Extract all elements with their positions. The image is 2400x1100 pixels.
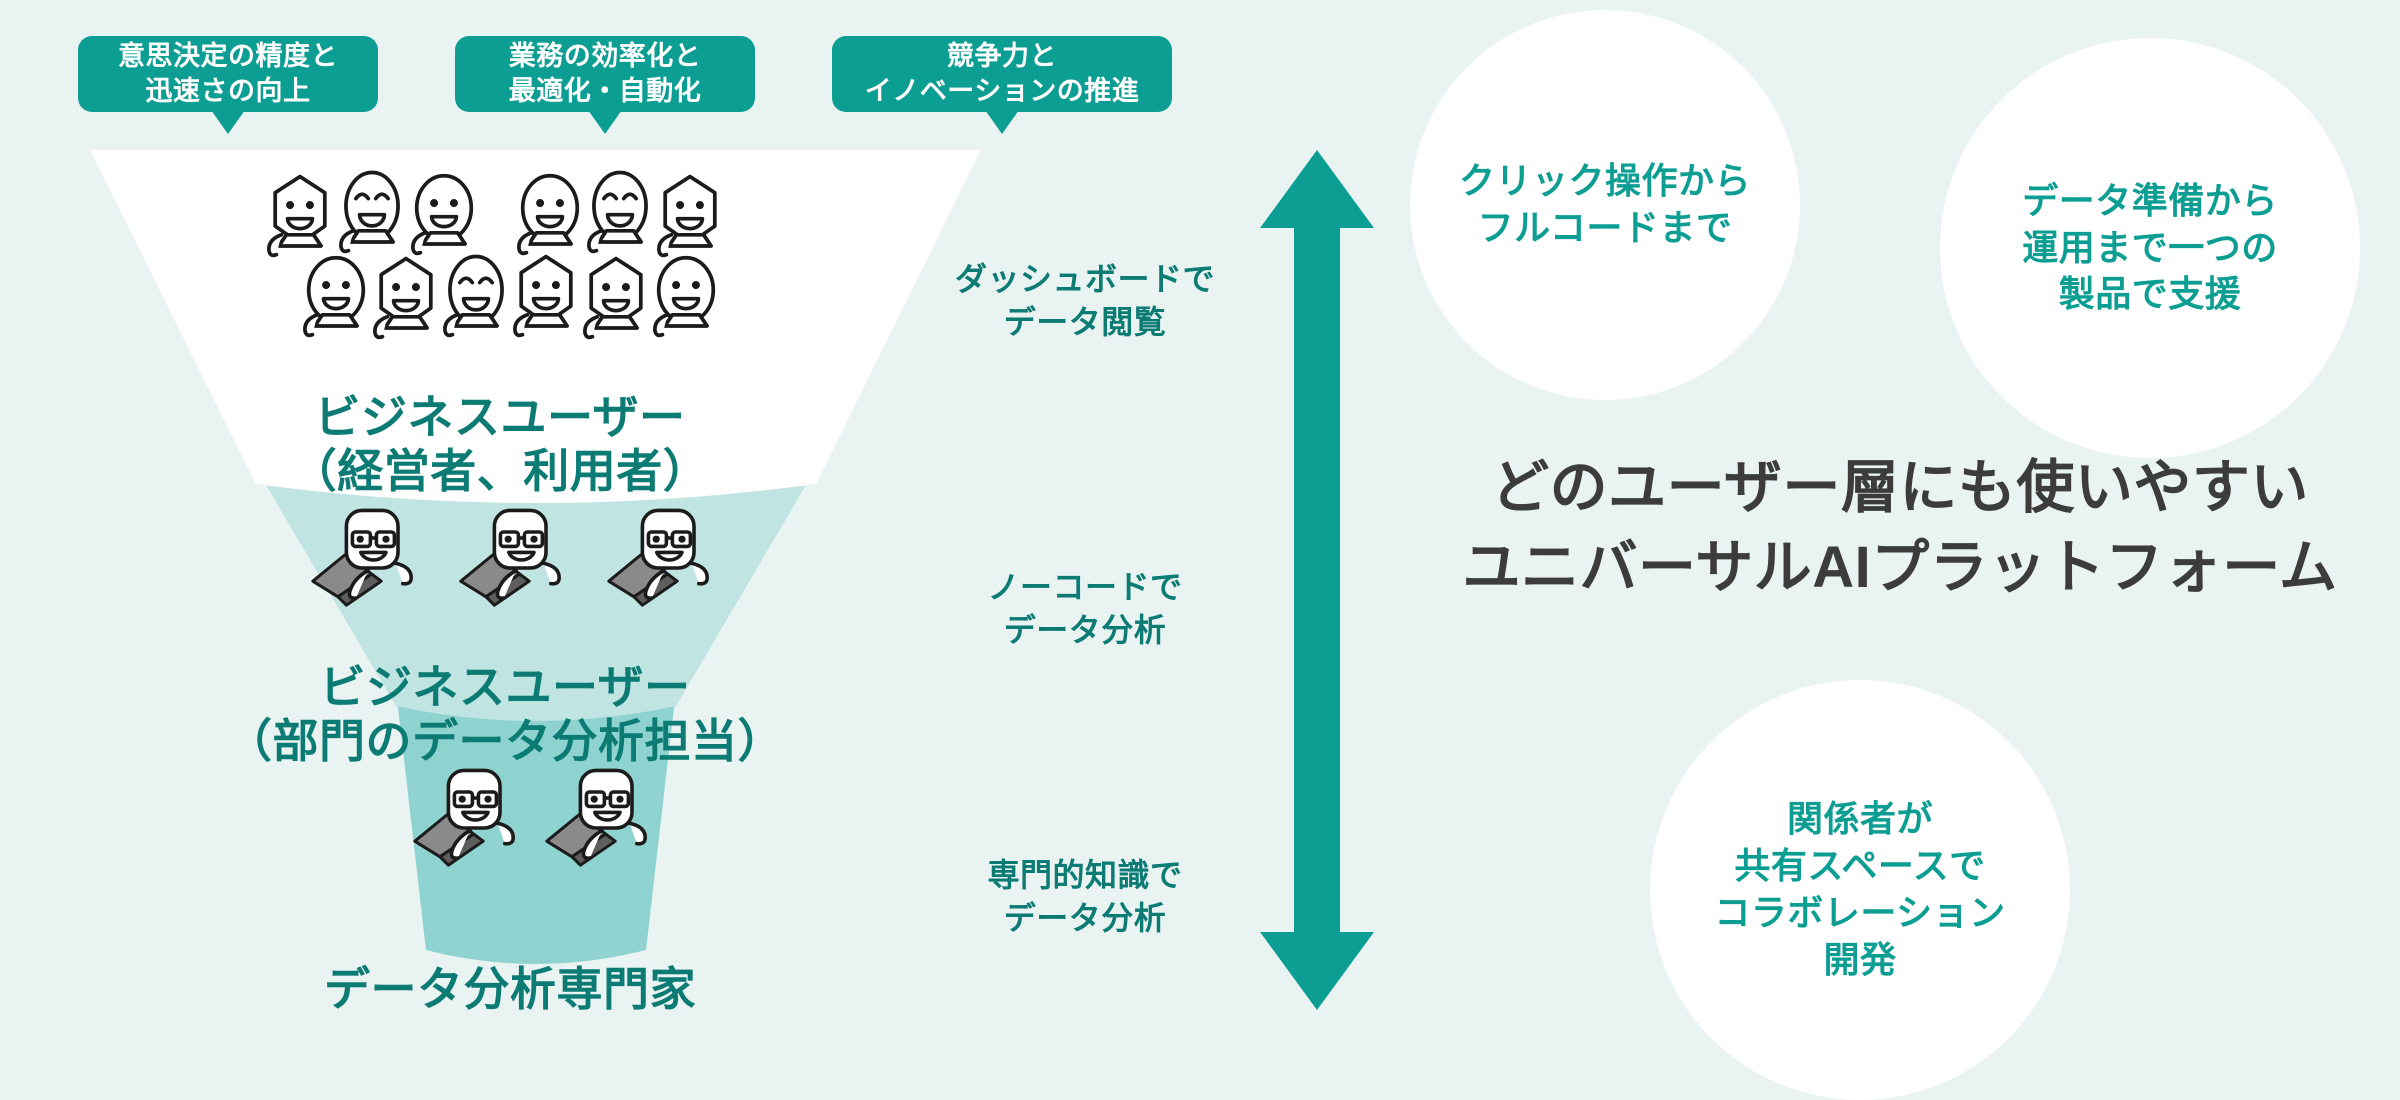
tier-note-line-1: ノーコードで	[987, 569, 1183, 605]
feature-circle-line-2: 共有スペースで	[1734, 845, 1986, 887]
feature-circle-line-2: 運用まで一つの	[2022, 226, 2278, 268]
benefit-pill-decision: 意思決定の精度と 迅速さの向上	[78, 36, 378, 134]
funnel-note-expert: 専門的知識で データ分析	[925, 854, 1245, 940]
benefit-pill-efficiency-line-1: 業務の効率化と	[508, 41, 702, 72]
page-title: どのユーザー層にも使いやすい ユニバーサルAIプラットフォーム	[1400, 448, 2400, 608]
feature-circle-line-1: クリック操作から	[1458, 160, 1751, 202]
headline-line-1: どのユーザー層にも使いやすい	[1491, 455, 2309, 520]
feature-circle-line-3: コラボレーション	[1714, 892, 2006, 933]
tier-label-line-1: データ分析専門家	[324, 963, 696, 1015]
funnel-tier-label-specialist: データ分析専門家	[200, 962, 820, 1016]
infographic-canvas: 意思決定の精度と 迅速さの向上 業務の効率化と 最適化・自動化 競争力と イノベ…	[78, 10, 2400, 1100]
pill-tail-icon	[985, 110, 1019, 134]
tier-note-line-1: ダッシュボードで	[954, 261, 1215, 297]
feature-circle-line-1: データ準備から	[2022, 179, 2278, 221]
tier-note-line-2: データ分析	[1003, 611, 1167, 648]
tier-note-line-2: データ閲覧	[1003, 303, 1167, 340]
pill-tail-icon	[588, 110, 622, 134]
benefit-pill-decision-line-2: 迅速さの向上	[145, 76, 311, 106]
funnel-note-nocode: ノーコードで データ分析	[925, 566, 1245, 652]
feature-circle-line-1: 関係者が	[1786, 798, 1933, 840]
funnel-tier-specialist	[396, 690, 676, 964]
tier-note-line-1: 専門的知識で	[987, 857, 1183, 893]
funnel-diagram	[90, 150, 980, 964]
tier-label-line-1: ビジネスユーザー	[314, 391, 686, 443]
feature-circle-collaboration: 関係者が 共有スペースで コラボレーション 開発	[1650, 680, 2070, 1100]
benefit-pill-innovation-line-2: イノベーションの推進	[864, 76, 1140, 106]
feature-circle-click-to-code: クリック操作から フルコードまで	[1410, 10, 1800, 400]
benefit-pill-innovation: 競争力と イノベーションの推進	[832, 36, 1172, 134]
benefit-pill-efficiency-line-2: 最適化・自動化	[508, 76, 702, 106]
funnel-tier-label-business-user: ビジネスユーザー （経営者、利用者）	[140, 390, 860, 499]
benefit-pill-decision-line-1: 意思決定の精度と	[118, 41, 338, 72]
funnel-note-dashboard: ダッシュボードで データ閲覧	[925, 258, 1245, 344]
tier-label-line-1: ビジネスユーザー	[319, 661, 691, 713]
pill-tail-icon	[211, 110, 245, 134]
feature-circle-line-3: 製品で支援	[2058, 273, 2242, 315]
tier-label-line-2: （部門のデータ分析担当）	[226, 715, 784, 768]
double-headed-vertical-arrow-icon	[1260, 150, 1374, 1010]
feature-circle-line-4: 開発	[1823, 938, 1897, 980]
feature-circle-prep-to-ops: データ準備から 運用まで一つの 製品で支援	[1940, 38, 2360, 458]
tier-label-line-2: （経営者、利用者）	[290, 445, 710, 498]
headline-line-2: ユニバーサルAIプラットフォーム	[1462, 535, 2338, 601]
feature-circle-line-2: フルコードまで	[1477, 207, 1733, 248]
tier-note-line-2: データ分析	[1003, 899, 1167, 936]
benefit-pill-efficiency: 業務の効率化と 最適化・自動化	[455, 36, 755, 134]
benefit-pill-innovation-line-1: 競争力と	[947, 41, 1057, 72]
funnel-tier-label-analyst: ビジネスユーザー （部門のデータ分析担当）	[110, 660, 900, 769]
